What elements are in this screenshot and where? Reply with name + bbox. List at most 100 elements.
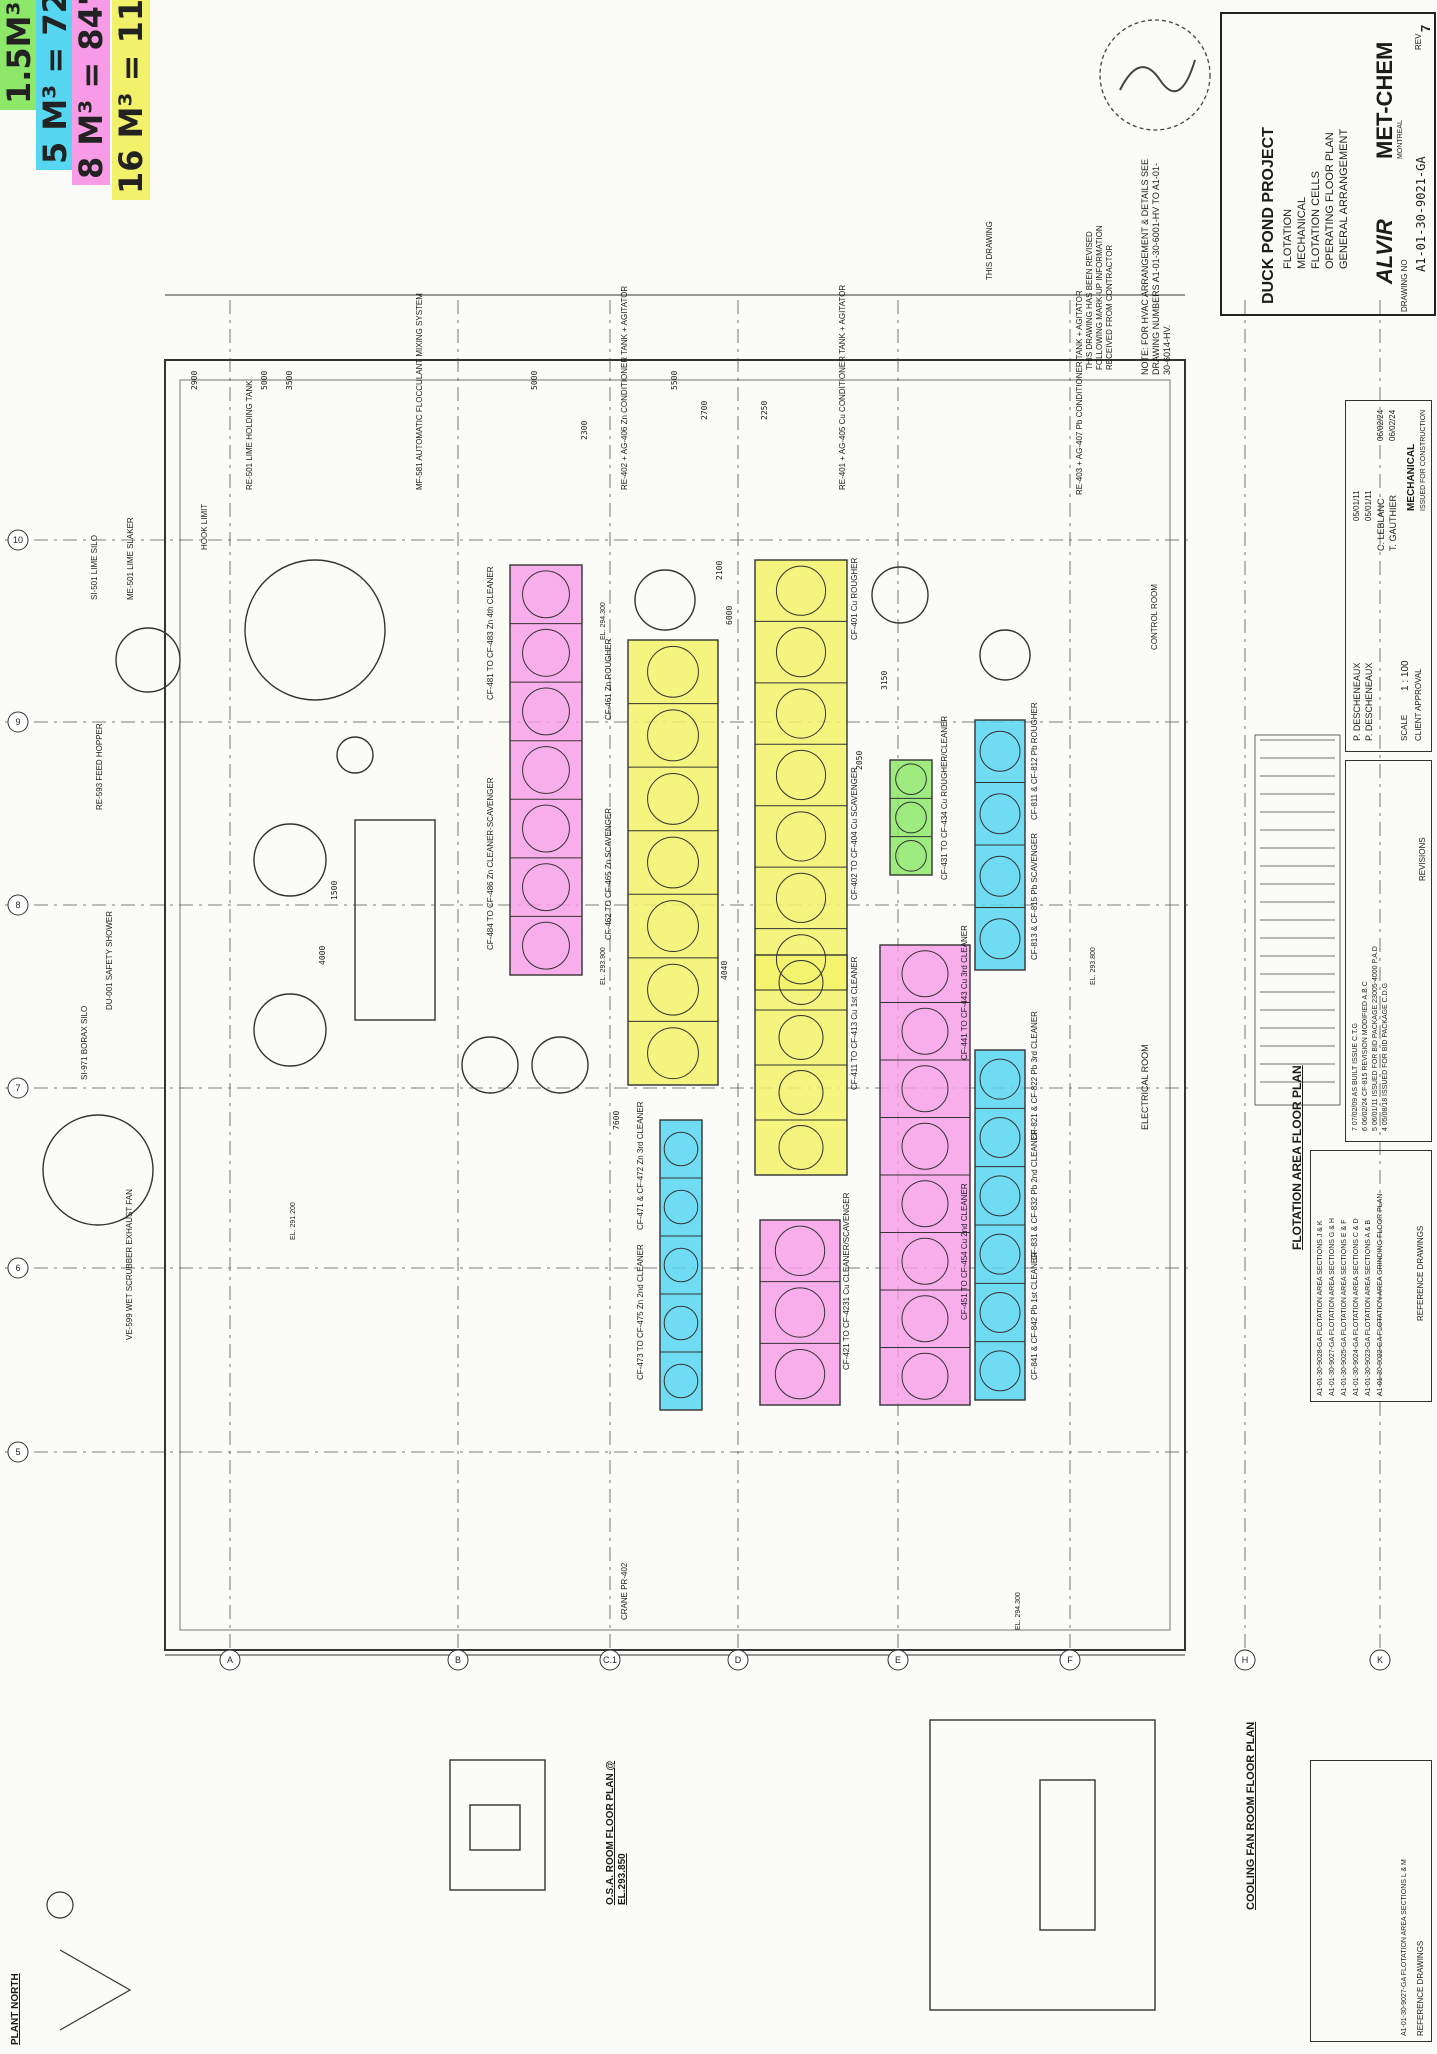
reference-small-row: A1-01-30-9027-GA FLOTATION AREA SECTIONS…: [1401, 1859, 1408, 2036]
label-osa-title: O.S.A. ROOM FLOOR PLAN @ EL.293.850: [605, 1760, 628, 1905]
osa-area: [469, 1804, 521, 1851]
dimension-label: 4040: [720, 960, 729, 980]
flotation-cell: [901, 1007, 949, 1055]
reference-header: REFERENCE DRAWINGS: [1416, 1225, 1425, 1321]
grid-bubble-label: 5: [15, 1447, 20, 1457]
grid-bubble-label: 8: [15, 900, 20, 910]
flotation-cell: [663, 1247, 699, 1283]
title-rev-label: REV: [1414, 33, 1423, 50]
dimension-label: 2900: [190, 370, 199, 390]
grid-bubble-label: D: [735, 1655, 742, 1665]
grid-bubble-label: E: [895, 1655, 901, 1665]
cooling-fan-room-plan: [929, 1719, 1156, 2011]
elevation-label: EL. 294.300: [600, 602, 607, 640]
title-line-1: FLOTATION: [1282, 208, 1294, 269]
dimension-label: 3150: [880, 670, 889, 690]
reference-no: A1-01-30-9028-GA: [1317, 1337, 1324, 1396]
note-this-drawing: THIS DRAWING: [985, 221, 994, 280]
title-company-sub: MONTREAL: [1397, 120, 1404, 159]
date-1: 05/01/11: [1352, 490, 1361, 521]
revision-no: 7: [1352, 1127, 1359, 1131]
label-hopper: RE-593 FEED HOPPER: [95, 723, 104, 810]
reference-row-2: A1-01-30-9027-GA FLOTATION AREA SECTIONS…: [1329, 1218, 1336, 1396]
flotation-cell: [979, 918, 1021, 960]
flotation-cell: [901, 1122, 949, 1170]
dimension-label: 5000: [530, 370, 539, 390]
flotation-cell: [979, 1350, 1021, 1392]
label-tank-zn: RE-402 + AG-406 Zn CONDITIONER TANK + AG…: [620, 285, 629, 490]
reference-no: A1-01-30-9024-GA: [1353, 1337, 1360, 1396]
label-yellow2: CF-401 Cu ROUGHER: [850, 557, 859, 640]
flotation-cell: [901, 1065, 949, 1113]
revision-date: 07/02/09: [1352, 1097, 1359, 1126]
revision-date: 06/01/11: [1372, 1098, 1379, 1126]
approved-by: T. GAUTHIER: [1388, 494, 1398, 551]
revision-desc: AS BUILT ISSUE: [1352, 1042, 1359, 1097]
flotation-cell: [979, 1058, 1021, 1100]
cooling-room-outline: [929, 1719, 1156, 2011]
grid-bubble-column: [1059, 1649, 1081, 1671]
label-yellow1: CF-461 Zn ROUGHER: [604, 638, 613, 720]
flotation-cell: [979, 1233, 1021, 1275]
dimension-label: 1500: [330, 880, 339, 900]
flotation-cell: [775, 688, 827, 739]
title-line-3: FLOTATION CELLS: [1310, 170, 1322, 269]
zn-conditioner-tank: [634, 569, 696, 631]
reference-title: FLOTATION AREA SECTIONS E & F: [1341, 1219, 1348, 1336]
revision-row-4: 4 05/08/18 ISSUED FOR BID PACKAGE C.D.G: [1382, 983, 1389, 1131]
label-plant-north: PLANT NORTH: [10, 1973, 21, 2045]
dimension-label: 3500: [285, 370, 294, 390]
revision-row-7: 7 07/02/09 AS BUILT ISSUE C.T.G: [1352, 1023, 1359, 1131]
revision-by: C.T.G: [1352, 1023, 1359, 1041]
volume-note-2: 5 M³ = 72" x 72": [36, 0, 74, 170]
revision-row-5: 5 06/01/11 ISSUED FOR BID PACKAGE 23005-…: [1372, 946, 1379, 1131]
flotation-cell: [775, 934, 827, 985]
label-tank-cu: RE-401 + AG-405 Cu CONDITIONER TANK + AG…: [838, 284, 847, 490]
north-symbol: [46, 1891, 74, 1919]
volume-note-3: 8 M³ = 84" x 104": [72, 0, 110, 185]
pb-conditioner-tank: [979, 629, 1031, 681]
note-hvac: NOTE: FOR HVAC ARRANGEMENT & DETAILS SEE…: [1140, 158, 1172, 375]
label-tank-pb: RE-403 + AG-407 Pb CONDITIONER TANK + AG…: [1075, 290, 1084, 495]
flotation-cell: [979, 1175, 1021, 1217]
revision-desc: ISSUED FOR BID PACKAGE: [1382, 1004, 1389, 1096]
grid-bubble-row: [7, 894, 29, 916]
grid-bubble-column: [1234, 1649, 1256, 1671]
label-floc: MF-581 AUTOMATIC FLOCCULANT MIXING SYSTE…: [415, 293, 424, 490]
revision-no: 6: [1362, 1127, 1369, 1131]
flotation-cell: [647, 709, 699, 762]
reference-title: FLOTATION AREA SECTIONS G & H: [1329, 1218, 1336, 1336]
label-area-title: FLOTATION AREA FLOOR PLAN: [1290, 1065, 1304, 1250]
reference-row-4: A1-01-30-9024-GA FLOTATION AREA SECTIONS…: [1353, 1218, 1360, 1396]
flotation-cell: [775, 627, 827, 678]
revision-desc: CF-815 REVISION MODIFIED: [1362, 1001, 1369, 1096]
flotation-cell: [901, 1237, 949, 1285]
cell-tanks: [510, 565, 1025, 1411]
reference-row-5: A1-01-30-9023-GA FLOTATION AREA SECTIONS…: [1365, 1220, 1372, 1396]
flotation-cell: [522, 687, 570, 736]
title-company: MET-CHEM: [1372, 41, 1397, 159]
flotation-cell: [663, 1305, 699, 1341]
label-pink1: CF-481 TO CF-483 Zn 4th CLEANER: [486, 566, 495, 700]
label-blue6: CF-473 TO CF-475 Zn 2nd CLEANER: [636, 1244, 645, 1380]
flotation-cell: [778, 960, 824, 1005]
scale-value: 1 : 100: [1400, 660, 1411, 691]
blue-bank-zn-cleaner: [659, 1119, 703, 1411]
label-pink3: CF-421 TO CF-4231 Cu CLEANER/SCAVENGER: [842, 1192, 851, 1370]
north-angle: [59, 1949, 132, 2031]
yellow-bank-cu-rougher: [754, 559, 848, 991]
revisions-header: REVISIONS: [1418, 837, 1427, 881]
flotation-cell: [979, 793, 1021, 835]
pink-bank-zn-cleaner: [509, 564, 583, 976]
label-shower: DU-001 SAFETY SHOWER: [105, 911, 114, 1010]
label-holding: RE-501 LIME HOLDING TANK: [245, 380, 254, 490]
pump-array: [354, 819, 436, 1021]
date-2: 05/01/11: [1364, 490, 1373, 521]
flotation-column-1: [461, 1036, 519, 1094]
grid-bubble-label: H: [1242, 1655, 1249, 1665]
equipment-symbols: [42, 559, 1031, 1226]
grid-bubble-label: 7: [15, 1083, 20, 1093]
grid-bubble-label: A: [227, 1655, 233, 1665]
title-drawing-no-label: DRAWING NO: [1400, 259, 1409, 312]
